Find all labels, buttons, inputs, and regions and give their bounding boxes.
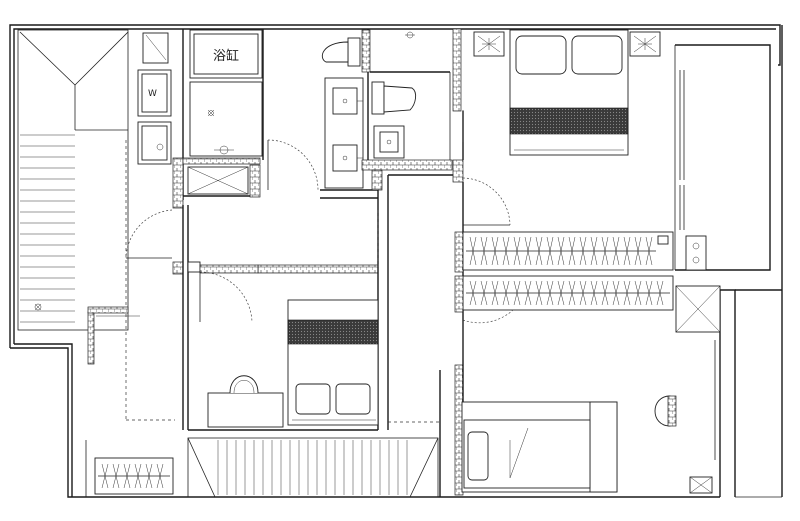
bed-icon xyxy=(509,29,629,156)
shower-icon xyxy=(189,81,263,157)
toilet-icon xyxy=(371,81,417,115)
bathroom-walls xyxy=(172,29,378,275)
entry-wall xyxy=(85,306,140,497)
wardrobe-icon xyxy=(94,457,174,495)
svg-text:W: W xyxy=(148,89,157,99)
floor-drain-icon xyxy=(689,476,713,494)
bathroom-2-walls xyxy=(361,29,453,191)
bedroom-3 xyxy=(462,309,721,460)
desk-chair-icon xyxy=(207,375,284,428)
balcony xyxy=(675,70,721,333)
bed-icon xyxy=(287,299,379,426)
desk-chair-icon xyxy=(654,395,677,427)
nightstand-icon xyxy=(473,31,661,57)
sink-icon xyxy=(373,125,405,159)
laundry-sink-icon xyxy=(187,166,249,195)
floor-drain-icon xyxy=(34,303,42,311)
stair-icon xyxy=(187,437,439,498)
bedroom-2 xyxy=(187,261,378,431)
shower-icon xyxy=(405,31,415,39)
bathtub-icon: 浴缸 xyxy=(189,29,263,79)
door-swing-icon xyxy=(125,209,173,259)
sink-icon xyxy=(324,77,364,189)
door-swing-icon xyxy=(462,177,511,226)
bathtub-label: 浴缸 xyxy=(213,48,239,64)
bed-icon xyxy=(461,401,618,493)
stair-icon xyxy=(17,29,129,331)
door-swing-icon xyxy=(267,139,319,191)
kitchen-fixtures: W xyxy=(125,32,175,421)
wardrobe-icon xyxy=(454,231,674,313)
toilet-icon xyxy=(321,37,361,67)
